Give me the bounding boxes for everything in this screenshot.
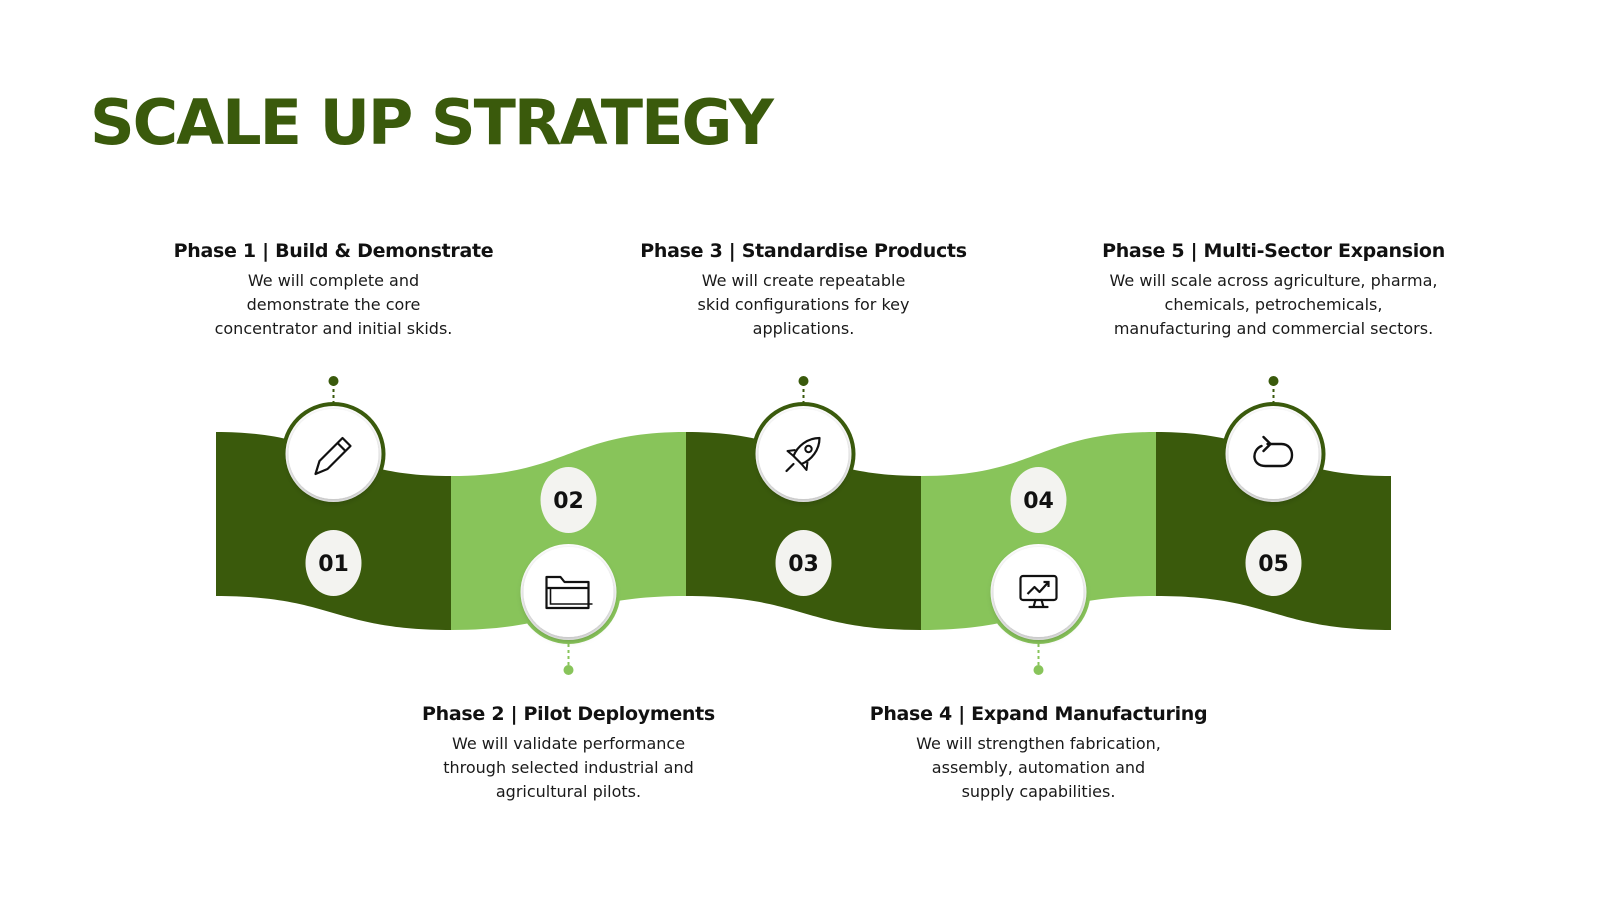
folder-icon xyxy=(545,575,593,610)
phase-5-badge xyxy=(1228,409,1319,499)
phase-2-badge xyxy=(523,547,614,637)
phase-1-badge-face xyxy=(288,409,379,499)
phase-3-heading: Phase 3 | Standardise Products xyxy=(640,240,967,262)
phase-4-description: We will strengthen fabrication, assembly… xyxy=(916,734,1161,801)
phase-2-badge-face xyxy=(523,547,614,637)
monitor-chart-icon xyxy=(1019,574,1058,609)
phase-4-number: 04 xyxy=(1023,489,1054,514)
phase-4-connector-dot xyxy=(1033,665,1044,675)
phase-2-connector-dot xyxy=(563,665,574,675)
phase-1-number: 01 xyxy=(318,552,349,577)
phase-4-text: Phase 4 | Expand Manufacturing We will s… xyxy=(819,703,1259,804)
phase-5-heading: Phase 5 | Multi-Sector Expansion xyxy=(1102,240,1445,262)
page-title: SCALE UP STRATEGY xyxy=(90,86,774,159)
phase-2-number-badge xyxy=(540,467,597,533)
phase-3-connector-dot xyxy=(798,376,809,386)
phase-5-connector-dot xyxy=(1268,376,1279,386)
phase-2-text: Phase 2 | Pilot Deployments We will vali… xyxy=(349,703,789,804)
phase-3-number-badge xyxy=(775,530,832,596)
phase-5-description: We will scale across agriculture, pharma… xyxy=(1109,271,1438,338)
phase-1-badge xyxy=(288,409,379,499)
phase-2-description: We will validate performance through sel… xyxy=(443,734,694,801)
rocket-icon xyxy=(785,436,821,473)
phase-4-number-badge xyxy=(1010,467,1067,533)
phase-5-number-badge xyxy=(1245,530,1302,596)
phase-2-number: 02 xyxy=(553,489,584,514)
pencil-icon xyxy=(314,436,352,476)
phase-4-badge xyxy=(993,547,1084,637)
phase-3-description: We will create repeatable skid configura… xyxy=(697,271,910,338)
phase-1-connector-dot xyxy=(328,376,339,386)
phase-4-heading: Phase 4 | Expand Manufacturing xyxy=(869,703,1208,725)
phase-3-number: 03 xyxy=(788,552,819,577)
phase-5-number: 05 xyxy=(1258,552,1289,577)
phase-3-badge xyxy=(758,409,849,499)
phase-3-text: Phase 3 | Standardise Products We will c… xyxy=(584,240,1024,341)
phase-3-badge-face xyxy=(758,409,849,499)
phase-1-description: We will complete and demonstrate the cor… xyxy=(214,271,453,338)
cycle-arrow-icon xyxy=(1253,435,1294,468)
phase-5-text: Phase 5 | Multi-Sector Expansion We will… xyxy=(1054,240,1494,341)
phase-2-heading: Phase 2 | Pilot Deployments xyxy=(422,703,715,725)
phase-1-heading: Phase 1 | Build & Demonstrate xyxy=(173,240,494,262)
phase-1-number-badge xyxy=(305,530,362,596)
phase-1-text: Phase 1 | Build & Demonstrate We will co… xyxy=(114,240,554,341)
phase-5-badge-face xyxy=(1228,409,1319,499)
